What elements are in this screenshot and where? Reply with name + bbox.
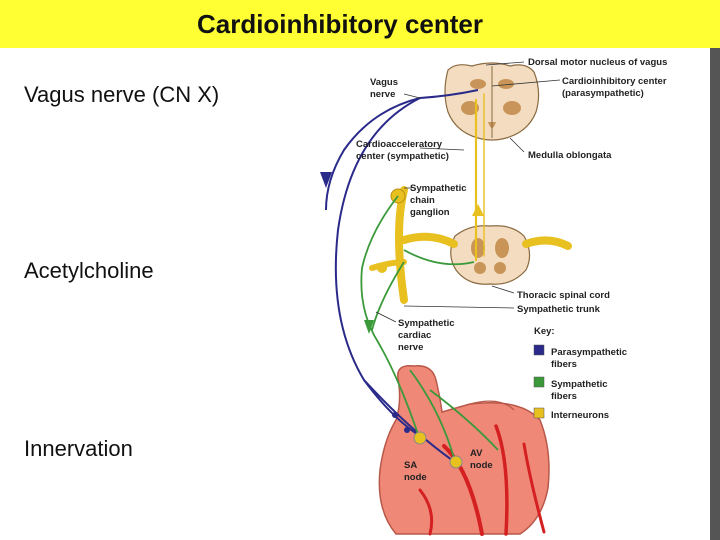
- label-thoracic-spinal-cord: Thoracic spinal cord: [517, 290, 610, 301]
- coronary-vessels: [418, 424, 546, 536]
- vagus-arrow: [320, 172, 332, 188]
- label-symp-chain-line3: ganglion: [410, 207, 450, 218]
- bullet-vagus-nerve: Vagus nerve (CN X): [24, 82, 220, 107]
- av-node: [449, 455, 463, 469]
- slide-edge: [710, 48, 720, 540]
- lower-ganglion: [377, 263, 387, 273]
- sympathetic-arrow: [364, 320, 374, 334]
- label-medulla-oblongata: Medulla oblongata: [528, 150, 612, 161]
- label-cardioacceleratory-line2: center (sympathetic): [356, 151, 449, 162]
- label-cardioacceleratory-line1: Cardioacceleratory: [356, 139, 443, 150]
- key-symp-line1: Sympathetic: [551, 379, 608, 390]
- key-swatch-parasympathetic: [533, 344, 545, 356]
- label-symp-chain-line2: chain: [410, 195, 435, 206]
- label-vagus-line1: Vagus: [370, 77, 398, 88]
- key-swatch-sympathetic: [533, 376, 545, 388]
- slide-title: Cardioinhibitory center: [196, 9, 484, 39]
- bullet-innervation: Innervation: [24, 436, 133, 461]
- key-swatch-interneurons: [533, 407, 545, 419]
- label-symp-cardiac-line1: Sympathetic: [398, 318, 455, 329]
- key-legend: Key: Parasympathetic fibers Sympathetic …: [533, 326, 627, 421]
- title-bar: Cardioinhibitory center: [0, 0, 720, 48]
- label-vagus-line2: nerve: [370, 89, 395, 100]
- sa-node: [413, 431, 427, 445]
- descending-arrow: [472, 204, 484, 216]
- label-sa-line1: SA: [404, 460, 417, 471]
- leader-lines: [375, 61, 561, 323]
- label-symp-cardiac-line2: cardiac: [398, 330, 431, 341]
- label-dorsal-motor-nucleus: Dorsal motor nucleus of vagus: [528, 57, 667, 68]
- key-symp-line2: fibers: [551, 391, 577, 402]
- bullet-acetylcholine: Acetylcholine: [24, 258, 154, 283]
- key-title: Key:: [534, 326, 555, 337]
- label-sa-line2: node: [404, 472, 427, 483]
- medulla-section: [444, 62, 540, 141]
- label-av-line2: node: [470, 460, 493, 471]
- label-sympathetic-trunk: Sympathetic trunk: [517, 304, 601, 315]
- sympathetic-fibers: [360, 195, 499, 459]
- label-symp-cardiac-line3: nerve: [398, 342, 423, 353]
- label-cardioinhibitory-line1: Cardioinhibitory center: [562, 76, 667, 87]
- key-parasym-line2: fibers: [551, 359, 577, 370]
- key-parasym-line1: Parasympathetic: [551, 347, 627, 358]
- label-av-line1: AV: [470, 448, 483, 459]
- parasympathetic-fibers: [325, 89, 479, 461]
- label-symp-chain-line1: Sympathetic: [410, 183, 467, 194]
- label-cardioinhibitory-line2: (parasympathetic): [562, 88, 644, 99]
- key-interneurons: Interneurons: [551, 410, 609, 421]
- thoracic-cord-section: [450, 225, 531, 285]
